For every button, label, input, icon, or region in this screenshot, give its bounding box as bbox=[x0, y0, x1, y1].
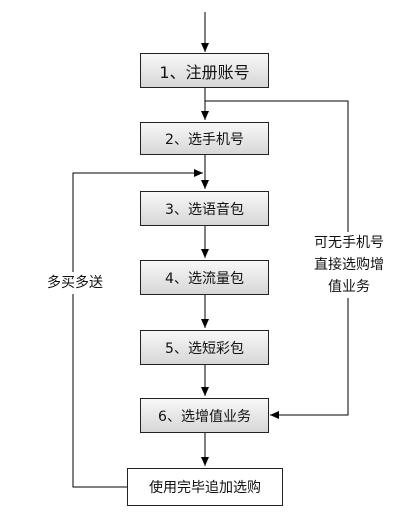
arrow-feedback-to-step3 bbox=[72, 169, 203, 488]
step-label: 4、选流量包 bbox=[165, 270, 244, 287]
step-label: 1、注册账号 bbox=[159, 62, 250, 82]
label-text: 多买多送 bbox=[47, 275, 103, 291]
step-label: 3、选语音包 bbox=[165, 201, 244, 218]
step-choose-data-pack: 4、选流量包 bbox=[140, 260, 269, 295]
label-line: 值业务 bbox=[328, 279, 370, 295]
label-line: 直接选购增 bbox=[314, 257, 384, 273]
label-no-phone-bypass: 可无手机号 直接选购增 值业务 bbox=[308, 232, 390, 298]
step-additional-purchase: 使用完毕追加选购 bbox=[127, 468, 283, 506]
step-choose-value-added-service: 6、选增值业务 bbox=[140, 398, 269, 433]
step-label: 6、选增值业务 bbox=[158, 408, 251, 425]
step-choose-voice-pack: 3、选语音包 bbox=[140, 191, 269, 226]
label-line: 可无手机号 bbox=[314, 235, 384, 251]
step-label: 2、选手机号 bbox=[165, 131, 244, 148]
step-label: 5、选短彩包 bbox=[165, 340, 244, 357]
step-label: 使用完毕追加选购 bbox=[149, 480, 261, 496]
label-buy-more-get-more: 多买多送 bbox=[40, 272, 110, 294]
step-choose-sms-mms-pack: 5、选短彩包 bbox=[140, 330, 269, 365]
step-choose-phone-number: 2、选手机号 bbox=[140, 122, 269, 155]
step-register-account: 1、注册账号 bbox=[140, 53, 269, 88]
